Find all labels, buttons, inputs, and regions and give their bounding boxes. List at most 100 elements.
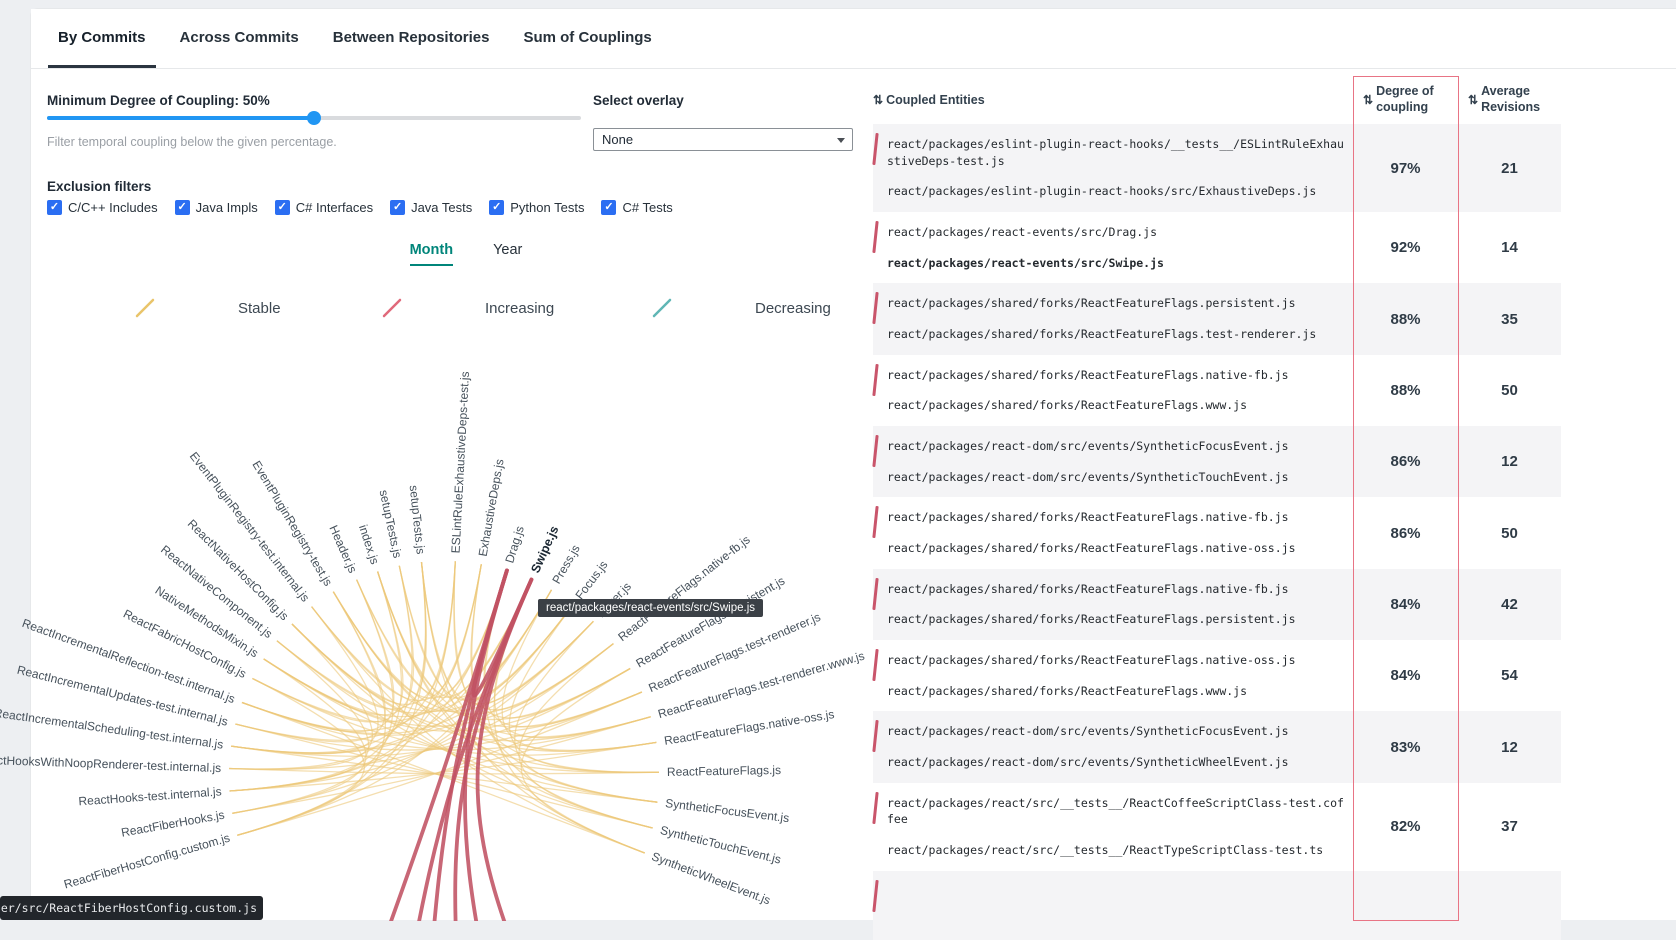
diagram-file-label[interactable]: setupTests.js xyxy=(407,484,428,554)
entity-path[interactable]: react/packages/shared/forks/ReactFeature… xyxy=(887,398,1248,413)
table-row[interactable]: react/packages/shared/forks/ReactFeature… xyxy=(872,283,1561,355)
entity-path[interactable]: react/packages/shared/forks/ReactFeature… xyxy=(887,510,1289,525)
entity-path[interactable]: react/packages/react-events/src/Swipe.js xyxy=(887,255,1164,270)
checkbox-icon[interactable]: ✓ xyxy=(601,200,617,215)
table-row[interactable]: react/packages/react-events/src/Drag.js r… xyxy=(872,212,1561,283)
filter-c-c-includes[interactable]: ✓C/C++ Includes xyxy=(47,200,158,215)
table-row[interactable]: react/packages/shared/forks/ReactFeature… xyxy=(872,497,1561,568)
filter-c-tests[interactable]: ✓C# Tests xyxy=(601,200,673,215)
entity-path[interactable]: react/packages/react-dom/src/events/Synt… xyxy=(887,755,1289,770)
tab-by-commits[interactable]: By Commits xyxy=(48,9,156,68)
entity-path[interactable]: react/packages/eslint-plugin-react-hooks… xyxy=(887,137,1344,168)
entity-path[interactable]: react/packages/shared/forks/ReactFeature… xyxy=(887,541,1296,556)
tab-across-commits[interactable]: Across Commits xyxy=(179,29,299,46)
diagram-file-label[interactable]: ReactNativeComponent.js xyxy=(158,542,275,641)
entity-path[interactable]: react/packages/shared/forks/ReactFeature… xyxy=(887,581,1289,596)
diagram-file-label[interactable]: Drag.js xyxy=(502,524,527,564)
diagram-file-label[interactable]: Focus.js xyxy=(572,558,610,602)
column-header-average-revisions[interactable]: ⇅Average Revisions xyxy=(1458,84,1561,115)
checkbox-icon[interactable]: ✓ xyxy=(489,200,505,215)
slider-thumb[interactable] xyxy=(307,111,321,125)
diagram-file-label[interactable]: ReactFabricHostConfig.js xyxy=(121,607,249,681)
table-row[interactable]: react/packages/react-dom/src/events/Synt… xyxy=(872,711,1561,783)
table-row[interactable]: react/packages/shared/forks/ReactFeature… xyxy=(872,355,1561,426)
entity-path[interactable]: react/packages/shared/forks/ReactFeature… xyxy=(887,653,1296,668)
checkbox-icon[interactable]: ✓ xyxy=(174,200,190,215)
sort-icon[interactable]: ⇅ xyxy=(1363,93,1374,107)
coupling-slider-label: Minimum Degree of Coupling: 50% xyxy=(47,93,270,108)
table-row[interactable]: react/packages/react-dom/src/events/Synt… xyxy=(872,426,1561,498)
diagram-file-label[interactable]: Press.js xyxy=(549,542,582,586)
degree-of-coupling-value: 83% xyxy=(1390,738,1421,756)
entity-path[interactable]: react/packages/shared/forks/ReactFeature… xyxy=(887,296,1296,311)
checkbox-icon[interactable]: ✓ xyxy=(390,200,406,215)
diagram-file-label[interactable]: ReactFeatureFlags.js xyxy=(667,763,781,779)
diagram-bottom-tooltip: react/packages/react-reconciler/src/Reac… xyxy=(0,896,263,920)
period-tab-year[interactable]: Year xyxy=(493,242,523,258)
entity-path[interactable]: react/packages/react-dom/src/events/Synt… xyxy=(887,724,1289,739)
table-row[interactable] xyxy=(872,870,1561,940)
legend-label: Decreasing xyxy=(755,299,831,317)
table-row[interactable]: react/packages/shared/forks/ReactFeature… xyxy=(872,568,1561,641)
diagram-file-label[interactable]: NativeMethodsMixin.js xyxy=(153,583,261,660)
diagram-file-label[interactable]: ReactFeatureFlags.persistent.js xyxy=(634,574,788,671)
entity-path[interactable]: react/packages/shared/forks/ReactFeature… xyxy=(887,367,1289,382)
diagram-file-label[interactable]: ReactFiberHostConfig.custom.js xyxy=(62,831,231,892)
column-header-degree-of-coupling[interactable]: ⇅Degree of coupling xyxy=(1353,84,1458,115)
entity-path[interactable]: react/packages/shared/forks/ReactFeature… xyxy=(887,612,1296,627)
edge-bundle-diagram[interactable]: ReactFiberHostConfig.custom.jsReactFiber… xyxy=(0,339,880,921)
diagram-file-label[interactable]: EventPluginRegistry-test.js xyxy=(249,458,335,588)
overlay-select[interactable]: None xyxy=(593,128,853,151)
diagram-file-label[interactable]: SyntheticWheelEvent.js xyxy=(650,849,773,907)
diagram-file-label[interactable]: setupTests.js xyxy=(377,489,405,560)
entity-path[interactable]: react/packages/shared/forks/ReactFeature… xyxy=(887,327,1317,342)
diagram-file-label[interactable]: ReactIncrementalReflection-test.internal… xyxy=(20,616,237,706)
table-row[interactable]: react/packages/react/src/__tests__/React… xyxy=(872,783,1561,871)
diagram-file-label[interactable]: ReactIncrementalUpdates-test.internal.js xyxy=(16,663,230,729)
diagram-file-label[interactable]: Header.js xyxy=(326,523,359,575)
period-tab-month[interactable]: Month xyxy=(409,242,454,266)
diagram-file-label[interactable]: ReactFeatureFlags.test-renderer.js xyxy=(646,610,822,695)
diagram-file-label[interactable]: ReactFeatureFlags.test-renderer.www.js xyxy=(656,649,866,721)
filter-java-tests[interactable]: ✓Java Tests xyxy=(390,200,472,215)
diagram-file-label[interactable]: SyntheticFocusEvent.js xyxy=(665,796,791,825)
entity-path[interactable]: react/packages/react/src/__tests__/React… xyxy=(887,795,1344,827)
table-row[interactable]: react/packages/shared/forks/ReactFeature… xyxy=(872,640,1561,711)
entity-path[interactable]: react/packages/eslint-plugin-react-hooks… xyxy=(887,184,1317,199)
diagram-file-label[interactable]: ReactHooksWithNoopRenderer-test.internal… xyxy=(0,752,221,775)
diagram-file-label[interactable]: ReactHooks-test.internal.js xyxy=(78,784,222,808)
tab-sum-of-couplings[interactable]: Sum of Couplings xyxy=(523,29,652,46)
chevron-down-icon xyxy=(837,138,845,143)
entity-path[interactable]: react/packages/react-dom/src/events/Synt… xyxy=(887,469,1289,484)
checkbox-icon[interactable]: ✓ xyxy=(47,200,62,215)
entity-path[interactable]: react/packages/react-dom/src/events/Synt… xyxy=(887,439,1289,454)
diagram-file-label[interactable]: Swipe.js xyxy=(528,524,561,575)
entity-path[interactable]: react/packages/shared/forks/ReactFeature… xyxy=(887,683,1248,698)
filter-c-interfaces[interactable]: ✓C# Interfaces xyxy=(274,200,373,215)
entity-path[interactable]: react/packages/react/src/__tests__/React… xyxy=(887,843,1324,858)
tab-between-repositories[interactable]: Between Repositories xyxy=(332,29,490,46)
diagram-file-label[interactable]: ReactNativeHostConfig.js xyxy=(185,517,292,624)
filter-python-tests[interactable]: ✓Python Tests xyxy=(489,200,584,215)
average-revisions-value: 14 xyxy=(1501,239,1518,257)
column-header-label: Average Revisions xyxy=(1481,84,1541,114)
table-row[interactable]: react/packages/eslint-plugin-react-hooks… xyxy=(872,124,1561,213)
diagram-file-label[interactable]: ReactIncrementalScheduling-test.internal… xyxy=(0,706,224,752)
diagram-file-label[interactable]: ReactFeatureFlags.native-oss.js xyxy=(663,707,835,748)
diagram-file-label[interactable]: ReactFiberHooks.js xyxy=(120,808,226,840)
slider-help-text: Filter temporal coupling below the given… xyxy=(47,135,337,149)
diagram-file-label[interactable]: SyntheticTouchEvent.js xyxy=(659,823,783,867)
diagram-file-label[interactable]: EventPluginRegistry-test.internal.js xyxy=(187,449,313,604)
checkbox-icon[interactable]: ✓ xyxy=(274,200,290,215)
filter-java-impls[interactable]: ✓Java Impls xyxy=(174,200,258,215)
entity-path[interactable]: react/packages/react-events/src/Drag.js xyxy=(887,225,1158,240)
column-header-coupled-entities[interactable]: ⇅Coupled Entities xyxy=(873,93,1353,107)
diagram-file-label[interactable]: ReactFeatureFlags.native-fb.js xyxy=(615,532,752,644)
diagram-file-label[interactable]: index.js xyxy=(356,523,382,566)
diagram-file-label[interactable]: ESLintRuleExhaustiveDeps-test.js xyxy=(449,371,473,554)
diagram-file-label[interactable]: ExhaustiveDeps.js xyxy=(476,458,507,558)
coupling-slider[interactable] xyxy=(47,111,581,125)
sort-icon[interactable]: ⇅ xyxy=(873,93,884,107)
sort-icon[interactable]: ⇅ xyxy=(1468,93,1479,107)
